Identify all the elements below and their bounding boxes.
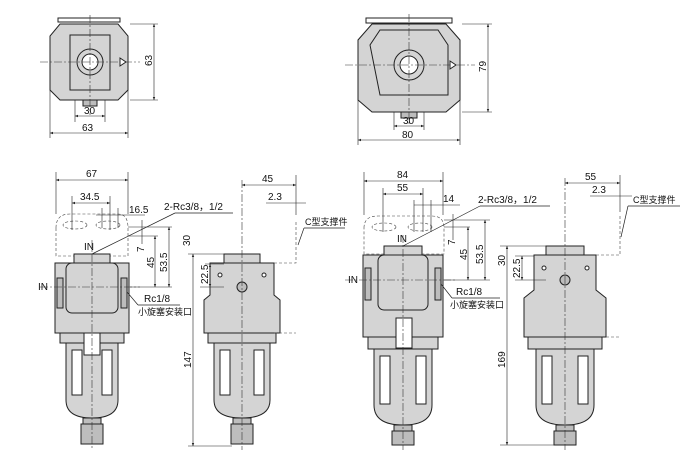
in-top-label: IN: [84, 242, 94, 253]
dim-depth: 55: [585, 172, 597, 183]
dim-width: 63: [82, 123, 94, 134]
dim-height: 147: [183, 351, 194, 368]
dim-45: 45: [146, 256, 157, 268]
dim-width: 80: [402, 130, 414, 141]
dim-7: 7: [136, 246, 147, 252]
bracket-label: C型支撑件: [305, 216, 348, 227]
dim-thickness: 2.3: [268, 192, 282, 203]
dim-slot: 16.5: [129, 205, 149, 216]
dim-bracket-pitch: 55: [397, 183, 409, 194]
in-side-label: IN: [348, 275, 358, 286]
dim-thickness: 2.3: [592, 185, 606, 196]
plug-label: 小旋塞安装口: [450, 299, 504, 310]
dim-30: 30: [497, 254, 508, 266]
dim-22-5: 22.5: [512, 258, 523, 278]
dim-7: 7: [447, 239, 458, 245]
plug-label: 小旋塞安装口: [138, 306, 192, 317]
front-view-large: 84 55 14 2-Rc3/8，1/2 IN IN 7 45 53.5 Rc1…: [345, 170, 550, 450]
dim-port: 30: [403, 116, 415, 127]
dim-width: 67: [86, 169, 98, 180]
dim-45: 45: [459, 248, 470, 260]
port-label: 2-Rc3/8，1/2: [478, 195, 537, 206]
dim-slot: 14: [443, 194, 455, 205]
in-side-label: IN: [38, 282, 48, 293]
plug-port: Rc1/8: [456, 287, 483, 298]
dim-bracket-pitch: 34.5: [80, 192, 100, 203]
dim-height: 79: [478, 60, 489, 72]
dim-53-5: 53.5: [159, 252, 170, 272]
in-top-label: IN: [397, 234, 407, 245]
dim-width: 84: [397, 170, 409, 181]
side-view-large: 55 2.3 C型支撑件 169 22.5 30: [497, 172, 680, 450]
top-view-small: 63 30 63: [40, 15, 158, 138]
port-label: 2-Rc3/8，1/2: [164, 202, 223, 213]
dim-port: 30: [84, 106, 96, 117]
dim-30: 30: [182, 234, 193, 246]
dim-height: 63: [144, 54, 155, 66]
front-view-small: 67 34.5 16.5 2-Rc3/8，1/2 IN IN 7 45 53.5…: [38, 169, 233, 450]
plug-port: Rc1/8: [144, 294, 171, 305]
side-view-small: 45 2.3 C型支撑件 147 22.5 30: [182, 174, 348, 450]
top-view-large: 79 30 80: [345, 14, 492, 145]
dim-depth: 45: [262, 174, 274, 185]
dim-53-5: 53.5: [475, 244, 486, 264]
bracket-label: C型支撑件: [633, 194, 676, 205]
dim-height: 169: [497, 351, 508, 368]
dim-22-5: 22.5: [200, 264, 211, 284]
